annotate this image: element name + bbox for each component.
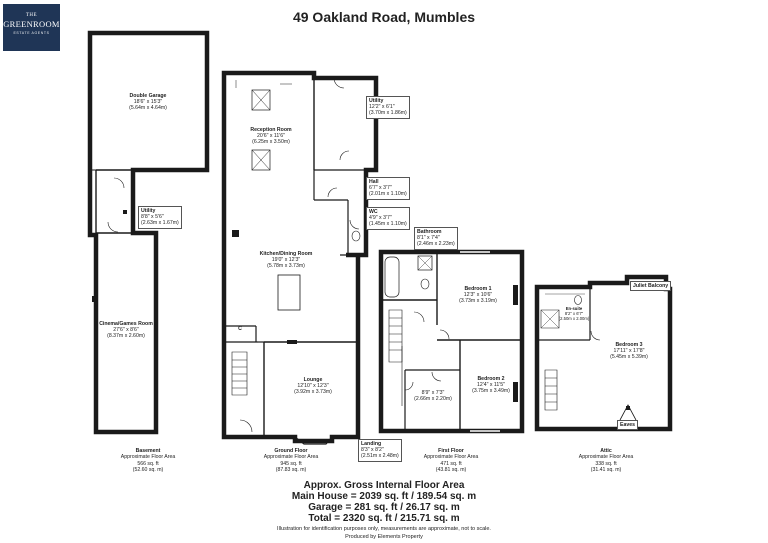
logo-line-1: THE: [25, 13, 38, 18]
floor-first-caption: First Floor Approximate Floor Area 471 s…: [423, 448, 479, 474]
gia-garage: Garage = 281 sq. ft / 26.17 sq. m: [308, 502, 460, 513]
room-bedroom-1: Bedroom 1 12'3" x 10'6" (3.73m x 3.19m): [459, 286, 497, 305]
room-lounge: Lounge 12'10" x 12'3" (3.92m x 3.73m): [294, 377, 332, 396]
room-kitchen: Kitchen/Dining Room 19'0" x 12'3" (5.78m…: [259, 251, 313, 270]
room-double-garage: Double Garage 18'6" x 15'3" (5.64m x 4.6…: [129, 93, 167, 112]
room-juliet-balcony: Juliet Balcony: [630, 281, 672, 292]
logo-line-2: GREENROOM: [3, 19, 60, 29]
room-bedroom-3: Bedroom 3 17'11" x 17'8" (5.45m x 5.39m): [610, 342, 648, 361]
room-ensuite: En-suite 8'2" x 6'7" (2.50m x 2.00m): [558, 306, 590, 321]
gia-heading: Approx. Gross Internal Floor Area: [303, 480, 465, 491]
floor-ground-caption: Ground Floor Approximate Floor Area 945 …: [263, 448, 319, 474]
ground-bay-window: [294, 436, 333, 445]
room-reception: Reception Room 20'6" x 11'6" (6.25m x 3.…: [250, 127, 292, 146]
room-eaves: Eaves: [617, 420, 639, 431]
producer-credit: Produced by Elements Property: [345, 534, 423, 540]
basement-walls: [87, 30, 210, 435]
room-bathroom: Bathroom 8'1" x 7'4" (2.46m x 2.23m): [414, 227, 458, 250]
first-floor-walls: [378, 249, 525, 434]
floor-attic-caption: Attic Approximate Floor Area 338 sq. ft …: [578, 448, 634, 474]
logo-line-3: ESTATE AGENTS: [13, 31, 50, 35]
room-landing: Landing 8'3" x 8'2" (2.51m x 2.48m): [358, 439, 402, 462]
gia-main-house: Main House = 2039 sq. ft / 189.54 sq. m: [291, 491, 477, 502]
agency-logo: THE GREENROOM ESTATE AGENTS: [3, 4, 60, 51]
floor-basement-caption: Basement Approximate Floor Area 566 sq. …: [120, 448, 176, 474]
gross-internal-area-summary: Approx. Gross Internal Floor Area Main H…: [0, 480, 768, 541]
gia-total: Total = 2320 sq. ft / 215.71 sq. m: [308, 513, 460, 524]
disclaimer: Illustration for identification purposes…: [277, 526, 491, 532]
room-utility-ground: Utility 12'2" x 6'1" (3.70m x 1.86m): [366, 96, 410, 119]
page-title: 49 Oakland Road, Mumbles: [292, 9, 476, 25]
room-bedroom-2: Bedroom 2 12'4" x 11'5" (3.75m x 3.49m): [472, 376, 510, 395]
room-wc: WC 4'9" x 3'7" (1.45m x 1.10m): [366, 207, 410, 230]
room-c: C: [238, 326, 242, 332]
room-landing-small: 8'9" x 7'3" (2.66m x 2.20m): [414, 390, 452, 403]
room-utility-basement: Utility 8'8" x 5'6" (2.63m x 1.67m): [138, 206, 182, 229]
room-hall: Hall 6'7" x 3'7" (2.01m x 1.10m): [366, 177, 410, 200]
room-cinema: Cinema/Games Room 27'6" x 8'6" (8.37m x …: [99, 321, 153, 340]
